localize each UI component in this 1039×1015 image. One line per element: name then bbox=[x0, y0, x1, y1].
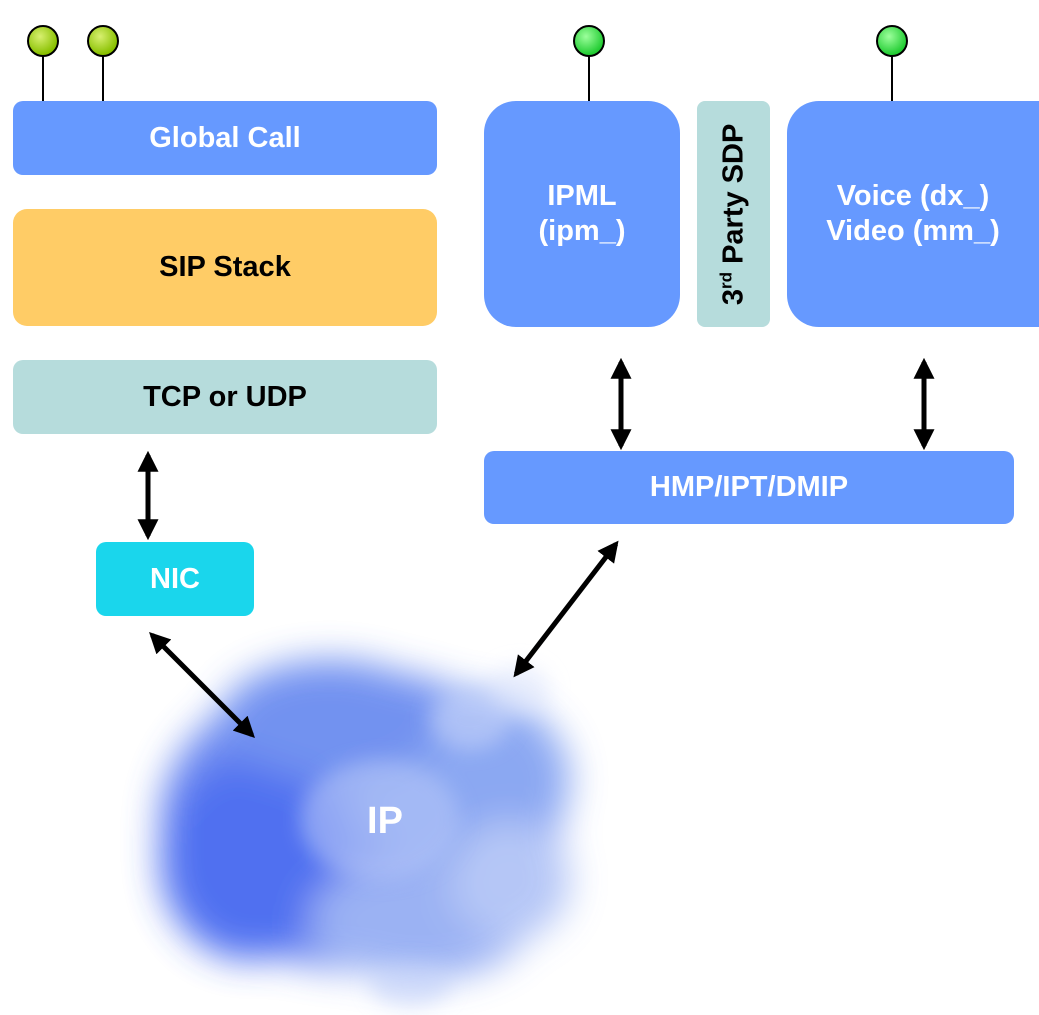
voice-video-box: Voice (dx_) Video (mm_) bbox=[787, 101, 1039, 327]
hmp-box: HMP/IPT/DMIP bbox=[484, 451, 1014, 524]
nic-box: NIC bbox=[96, 542, 254, 616]
ipml-box: IPML (ipm_) bbox=[484, 101, 680, 327]
transport-label: TCP or UDP bbox=[143, 380, 307, 413]
arrow-hmp-ip bbox=[513, 540, 619, 678]
nic-label: NIC bbox=[150, 562, 200, 595]
arrow-nic-ip bbox=[149, 632, 255, 738]
handle-knob bbox=[27, 25, 59, 57]
handle-knob bbox=[876, 25, 908, 57]
transport-box: TCP or UDP bbox=[13, 360, 437, 434]
voice-video-label: Voice (dx_) Video (mm_) bbox=[826, 180, 1000, 247]
ip-cloud-label: IP bbox=[367, 800, 403, 842]
third-party-sdp-box: 3rd Party SDP bbox=[697, 101, 770, 327]
sip-stack-box: SIP Stack bbox=[13, 209, 437, 326]
handle-knob bbox=[87, 25, 119, 57]
hmp-label: HMP/IPT/DMIP bbox=[649, 471, 849, 504]
ipml-label: IPML (ipm_) bbox=[538, 180, 626, 247]
global-call-label: Global Call bbox=[149, 121, 301, 154]
global-call-box: Global Call bbox=[13, 101, 437, 175]
handle-knob bbox=[573, 25, 605, 57]
sip-stack-label: SIP Stack bbox=[159, 251, 291, 284]
